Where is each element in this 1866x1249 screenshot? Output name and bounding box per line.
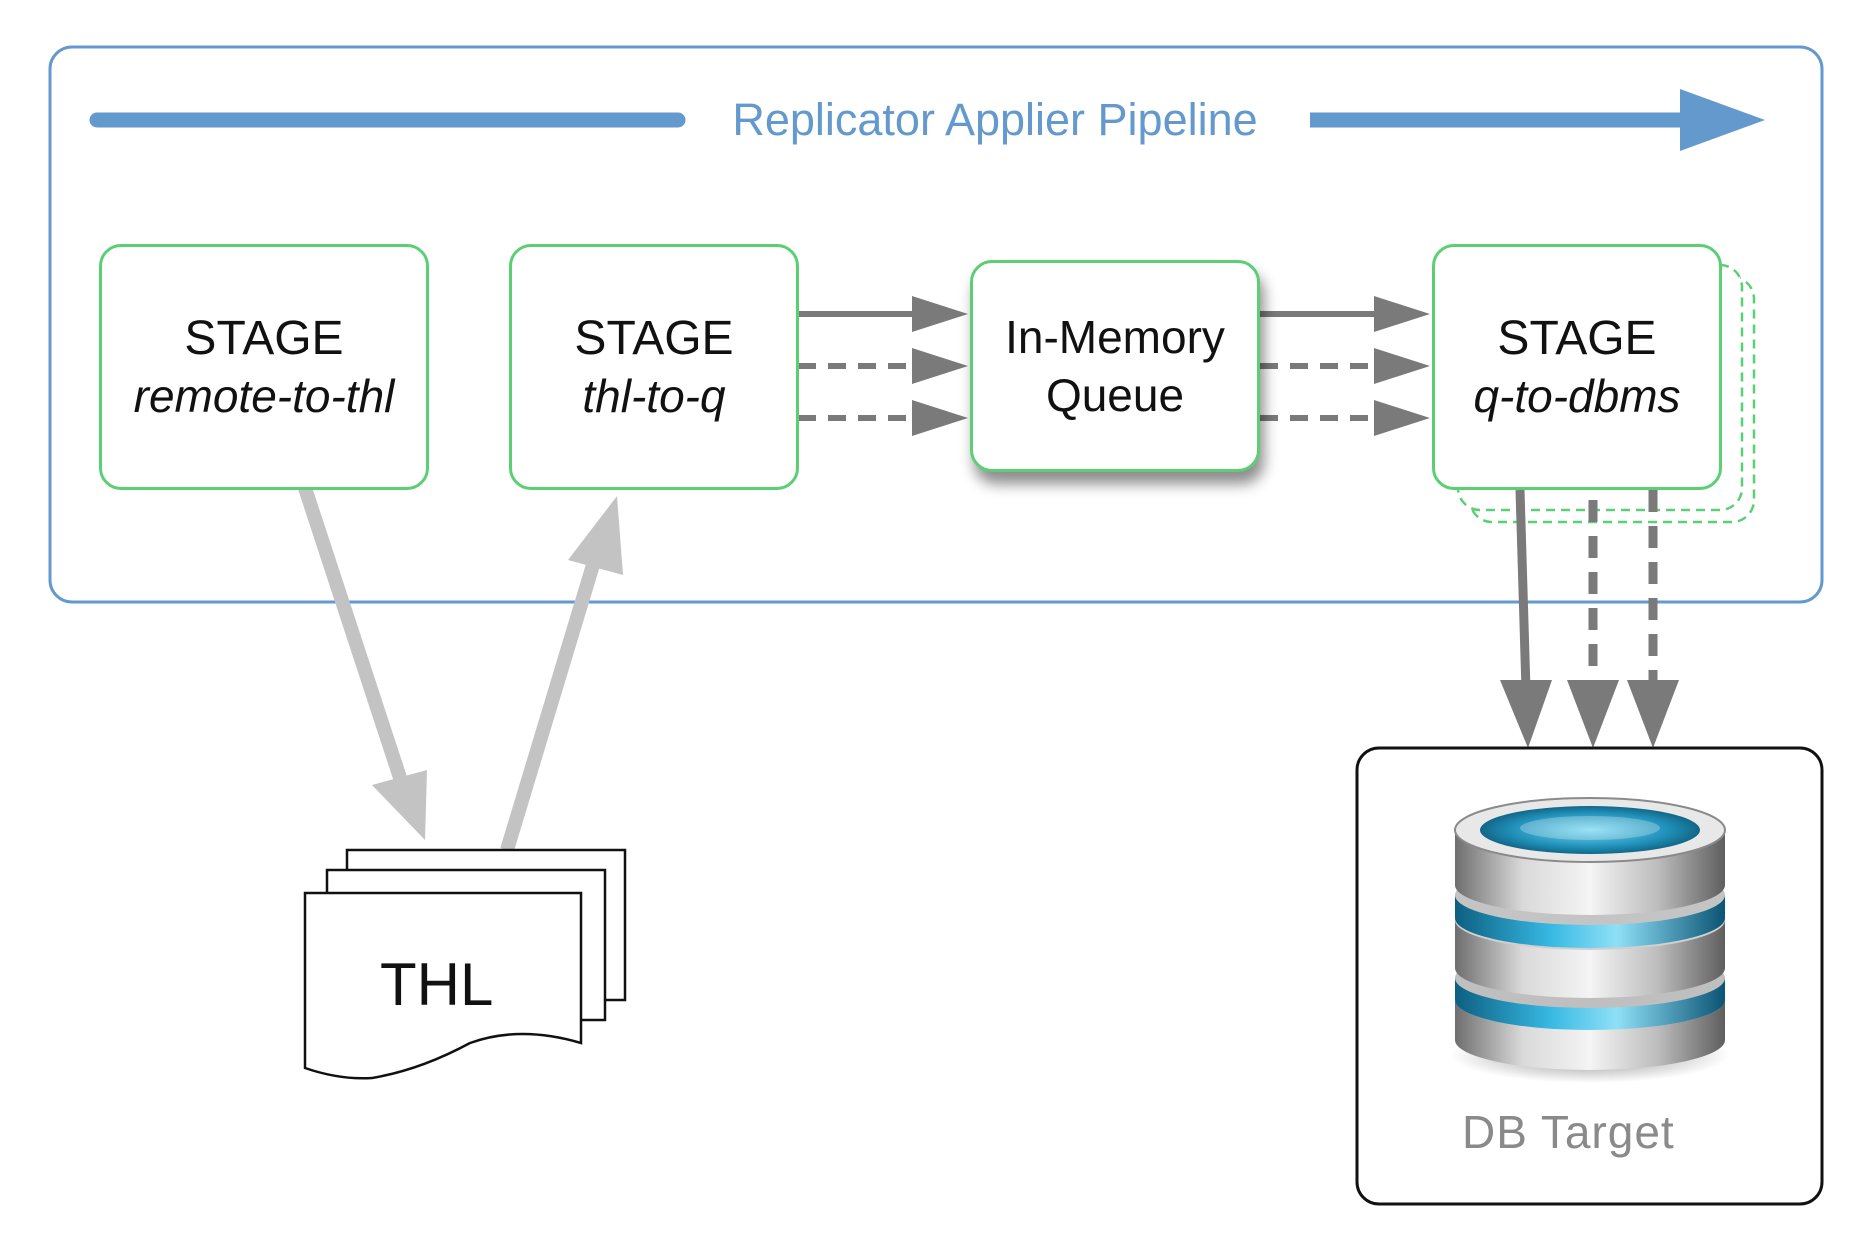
- in-memory-queue: In-Memory Queue: [970, 260, 1260, 472]
- thl-arrow-down-head: [372, 770, 427, 840]
- stage-label: STAGE: [1497, 312, 1657, 365]
- stage-label: STAGE: [184, 312, 344, 365]
- db-arrow-dashed-1-head: [1567, 680, 1619, 748]
- thl-arrow-up: [500, 552, 603, 853]
- stage-name: q-to-dbms: [1473, 370, 1681, 422]
- thl-arrow-down: [298, 485, 411, 793]
- db-target-label: DB Target: [1462, 1106, 1675, 1158]
- pipeline-arrow-head: [1680, 89, 1765, 151]
- queue-label-line1: In-Memory: [1005, 311, 1225, 363]
- stage-remote-to-thl: STAGE remote-to-thl: [99, 244, 429, 490]
- stage-label: STAGE: [574, 312, 734, 365]
- flow-arrow-solid-1-head: [912, 296, 968, 332]
- database-icon: [1450, 797, 1730, 1083]
- flow-arrow-dashed-4-head: [1374, 400, 1430, 436]
- stage-name: remote-to-thl: [133, 370, 395, 422]
- flow-arrow-dashed-3-head: [1374, 348, 1430, 384]
- db-arrow-dashed-2-head: [1627, 680, 1679, 748]
- flow-arrow-dashed-2-head: [912, 400, 968, 436]
- stage-name: thl-to-q: [582, 370, 726, 422]
- db-arrow-solid-head: [1500, 680, 1552, 748]
- db-arrow-solid: [1515, 489, 1531, 691]
- pipeline-container: [48, 45, 1824, 604]
- thl-label: THL: [380, 951, 494, 1018]
- queue-label-line2: Queue: [1045, 369, 1185, 421]
- thl-document-stack: [303, 848, 627, 1080]
- stage-q-to-dbms: STAGE q-to-dbms: [1432, 244, 1722, 490]
- thl-arrow-up-head: [568, 496, 623, 575]
- pipeline-title: Replicator Applier Pipeline: [732, 94, 1258, 145]
- pipeline-title-wrap: Replicator Applier Pipeline: [690, 90, 1300, 150]
- stage-thl-to-q: STAGE thl-to-q: [509, 244, 799, 490]
- flow-arrow-dashed-1-head: [912, 348, 968, 384]
- flow-arrow-solid-2-head: [1374, 296, 1430, 332]
